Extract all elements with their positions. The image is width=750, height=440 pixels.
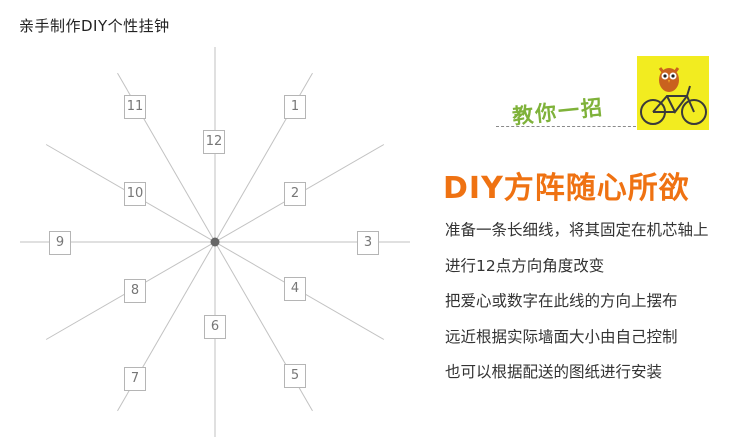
owl-on-bicycle-icon [637,56,709,130]
clock-center-dot [210,237,220,247]
clock-number-1: 1 [284,95,306,119]
headline: DIY方阵随心所欲 [443,171,690,206]
clock-number-7: 7 [124,367,146,391]
clock-number-10: 10 [124,182,146,206]
instruction-step: 也可以根据配送的图纸进行安装 [445,363,663,381]
page-title: 亲手制作DIY个性挂钟 [19,17,170,35]
instruction-step: 准备一条长细线，将其固定在机芯轴上 [445,221,709,239]
instruction-step: 进行12点方向角度改变 [445,256,605,275]
clock-number-2: 2 [284,182,306,206]
clock-number-9: 9 [49,231,71,255]
clock-number-4: 4 [284,277,306,301]
instruction-step: 远近根据实际墙面大小由自己控制 [445,327,678,346]
clock-number-11: 11 [124,95,146,119]
clock-number-3: 3 [357,231,379,255]
clock-number-6: 6 [204,315,226,339]
instruction-step: 把爱心或数字在此线的方向上摆布 [445,292,678,310]
clock-number-8: 8 [124,279,146,303]
tip-divider [496,126,636,127]
instruction-list: 准备一条长细线，将其固定在机芯轴上 进行12点方向角度改变 把爱心或数字在此线的… [445,220,709,398]
clock-number-12: 12 [203,130,225,154]
clock-number-5: 5 [284,364,306,388]
